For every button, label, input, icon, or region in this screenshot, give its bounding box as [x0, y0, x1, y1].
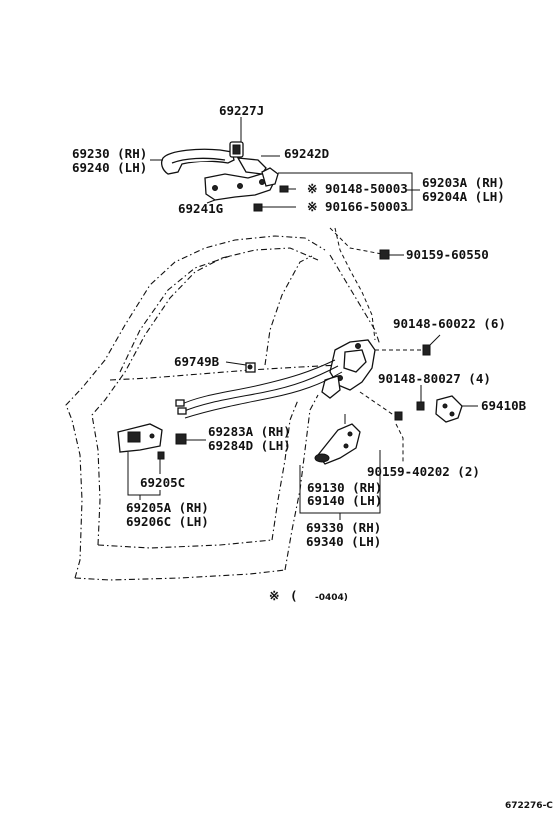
label-90166-50003: ※ 90166-50003	[307, 199, 408, 214]
cables	[175, 359, 343, 419]
footnote-open: (	[290, 588, 298, 603]
label-69241G: 69241G	[178, 201, 223, 216]
label-69203A: 69203A (RH)	[422, 175, 505, 190]
label-69205A: 69205A (RH)	[126, 500, 209, 515]
label-69340: 69340 (LH)	[306, 534, 381, 549]
figure-code: 672276-C	[505, 801, 553, 811]
label-69283A: 69283A (RH)	[208, 424, 291, 439]
outside-handle	[150, 117, 244, 175]
label-69330: 69330 (RH)	[306, 520, 381, 535]
label-90159-40202: 90159-40202 (2)	[367, 464, 480, 479]
inside-handle	[299, 414, 404, 520]
label-69205C: 69205C	[140, 475, 185, 490]
footnote-mark: ※	[269, 588, 279, 603]
footnote-range: -0404)	[315, 593, 348, 603]
label-69410B: 69410B	[481, 398, 527, 413]
label-90148-60022: 90148-60022 (6)	[393, 316, 506, 331]
door-outline	[65, 235, 381, 581]
label-90148-50003: ※ 90148-50003	[307, 181, 408, 196]
label-69242D: 69242D	[284, 146, 329, 161]
label-90148-80027: 90148-80027 (4)	[378, 371, 491, 386]
label-69240: 69240 (LH)	[72, 160, 147, 175]
remote-bracket	[359, 385, 478, 423]
label-69206C: 69206C (LH)	[126, 514, 209, 529]
handle-frame	[204, 155, 280, 204]
label-69227J: 69227J	[219, 103, 264, 118]
label-69284D: 69284D (LH)	[208, 438, 291, 453]
lock-assembly	[321, 334, 441, 399]
screw-90159-60550	[329, 227, 404, 341]
label-69140: 69140 (LH)	[307, 493, 382, 508]
label-69749B: 69749B	[174, 354, 220, 369]
label-69204A: 69204A (LH)	[422, 189, 505, 204]
label-69130: 69130 (RH)	[307, 480, 382, 495]
bolts-upper	[253, 172, 420, 212]
label-69230: 69230 (RH)	[72, 146, 147, 161]
inner-bezel	[117, 423, 206, 500]
label-90159-60550: 90159-60550	[406, 247, 489, 262]
